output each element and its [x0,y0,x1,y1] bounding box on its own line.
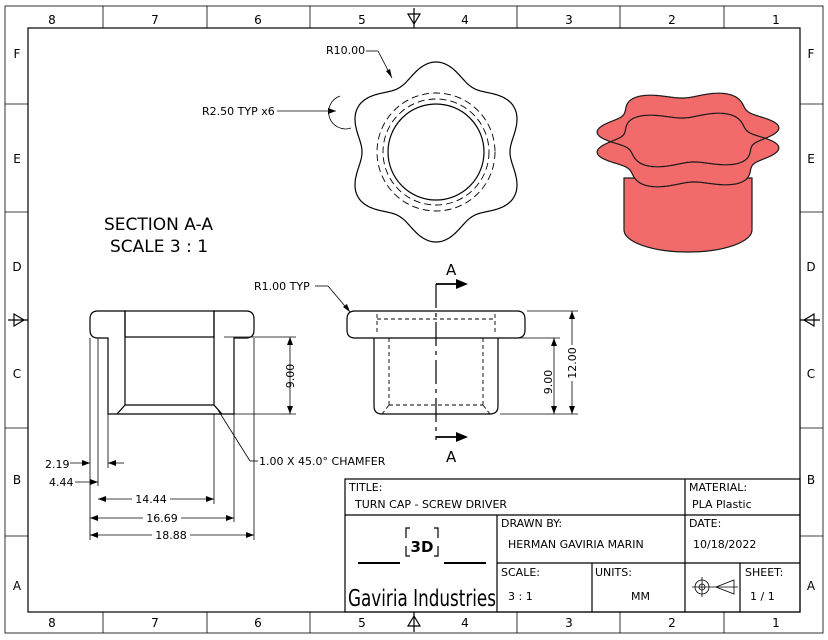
col-label: 4 [461,616,469,630]
col-label: 8 [48,616,56,630]
section-wall-left [89,310,126,415]
fillet-label: R1.00 TYP [254,280,310,293]
company-logo: 3D Gaviria Industries [348,527,496,612]
col-label: 2 [668,616,676,630]
front-view: A A R1.00 TYP 9.00 12.00 [254,261,579,466]
section-view: SECTION A-A SCALE 3 : 1 9.00 1.00 X 45.0… [45,215,386,542]
column-labels-bottom: 8 7 6 5 4 3 2 1 [48,616,780,630]
col-label: 1 [772,616,780,630]
date-label: DATE: [689,517,721,530]
dim-18-88: 18.88 [155,529,187,542]
logo-mark: 3D [411,538,434,556]
top-radius-label: R10.00 [326,44,365,57]
model-body [623,177,753,253]
top-view: R10.00 R2.50 TYP x6 [202,44,518,243]
row-label: C [13,367,21,381]
row-label: F [14,47,21,61]
row-label: B [13,473,21,487]
top-view-hidden-outer [376,92,496,212]
section-height-dim: 9.00 [284,364,297,389]
third-angle-projection-icon [692,577,738,597]
col-label: 1 [772,13,780,27]
material-label: MATERIAL: [689,481,747,494]
row-labels-right: F E D C B A [806,47,816,593]
col-label: 7 [151,13,159,27]
col-label: 8 [48,13,56,27]
isometric-model [596,92,780,253]
sheet-label: SHEET: [745,566,783,579]
company-name: Gaviria Industries [348,586,496,612]
col-label: 6 [254,13,262,27]
row-label: E [807,152,815,166]
zone-ticks [5,6,823,633]
row-label: B [807,473,815,487]
section-scale: SCALE 3 : 1 [110,237,208,257]
col-label: 3 [565,13,573,27]
chamfer-label: 1.00 X 45.0° CHAMFER [259,455,386,468]
col-label: 7 [151,616,159,630]
column-labels-top: 8 7 6 5 4 3 2 1 [48,13,780,27]
row-label: A [807,579,816,593]
drawn-by-label: DRAWN BY: [501,517,562,530]
col-label: 4 [461,13,469,27]
row-label: D [12,260,21,274]
top-view-bore [387,103,485,201]
col-label: 5 [358,13,366,27]
col-label: 3 [565,616,573,630]
scale-label: SCALE: [501,566,540,579]
col-label: 2 [668,13,676,27]
dim-2-19: 2.19 [45,458,70,471]
row-label: F [808,47,815,61]
col-label: 5 [358,616,366,630]
top-view-hidden-mid [382,98,490,206]
units-value: MM [631,590,650,603]
section-wall-right [213,310,255,415]
top-view-outline [354,61,518,243]
col-label: 6 [254,616,262,630]
drawn-by-value: HERMAN GAVIRIA MARIN [508,538,644,551]
date-value: 10/18/2022 [693,538,756,551]
title-value: TURN CAP - SCREW DRIVER [354,498,507,511]
dim-14-44: 14.44 [135,493,167,506]
lobe-radius-label: R2.50 TYP x6 [202,105,275,118]
row-label: D [806,260,815,274]
front-inner-height: 9.00 [542,370,555,395]
dim-16-69: 16.69 [146,512,178,525]
title-label: TITLE: [348,481,382,494]
center-markers [8,8,820,632]
section-title: SECTION A-A [104,215,213,235]
row-labels-left: F E D C B A [12,47,22,593]
sheet-value: 1 / 1 [750,590,775,603]
row-label: C [807,367,815,381]
material-value: PLA Plastic [692,498,752,511]
row-label: A [13,579,22,593]
units-label: UNITS: [595,566,632,579]
dim-4-44: 4.44 [49,476,74,489]
cut-label-bottom: A [446,448,457,466]
front-total-height: 12.00 [566,347,579,379]
title-block: TITLE: TURN CAP - SCREW DRIVER MATERIAL:… [344,478,801,613]
scale-value: 3 : 1 [508,590,533,603]
row-label: E [13,152,21,166]
model-top [596,92,780,188]
section-top [124,310,215,338]
cut-label-top: A [446,261,457,279]
outer-frame [4,5,824,634]
